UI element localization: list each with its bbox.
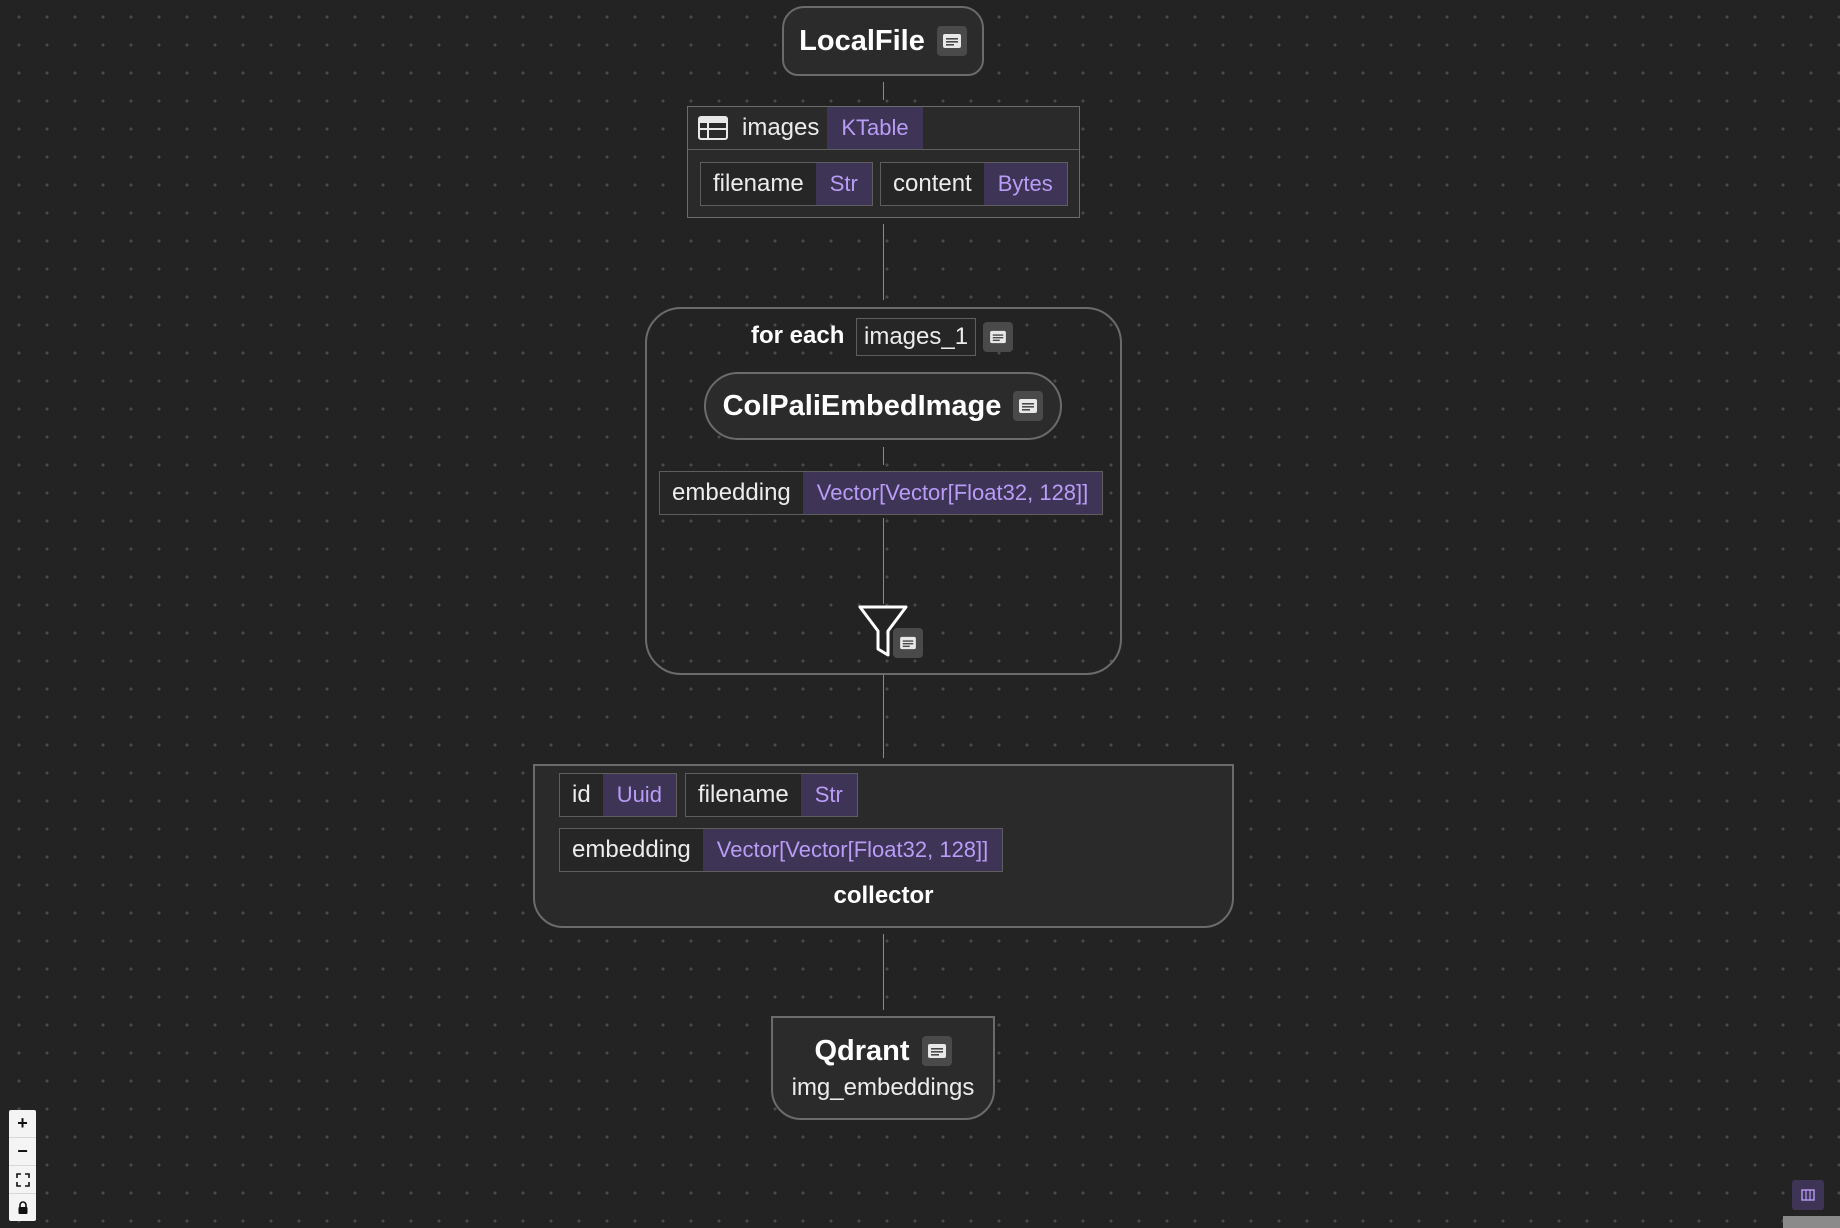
table-icon [698,116,728,140]
funnel-icon[interactable] [857,604,909,658]
edge-output-collect [883,518,884,604]
lock-icon [18,1200,27,1214]
field-type: Vector[Vector[Float32, 128]] [702,829,1003,871]
fit-view-button[interactable] [9,1166,36,1194]
transform-node[interactable]: ColPaliEmbedImage [704,372,1062,440]
field-name: embedding [672,479,791,506]
field-type: Bytes [983,163,1067,205]
field-name: filename [713,170,804,197]
source-node[interactable]: LocalFile [782,6,984,76]
zoom-in-button[interactable]: + [9,1110,36,1138]
collector-field-embedding: embedding Vector[Vector[Float32, 128]] [559,828,1004,872]
document-icon[interactable] [936,26,967,56]
edge-foreach-collector [883,674,884,758]
field-name: filename [698,781,789,808]
collector-label: collector [833,882,934,909]
field-name: id [572,781,591,808]
field-type: Str [800,774,857,816]
target-node[interactable]: Qdrant img_embeddings [771,1016,995,1120]
minimap-icon [1801,1189,1815,1201]
minimap-toggle-button[interactable] [1792,1180,1824,1210]
lock-button[interactable] [9,1194,36,1221]
images-table-type: KTable [827,107,923,149]
collector-field-filename: filename Str [685,773,858,817]
field-embedding-output: embedding Vector[Vector[Float32, 128]] [659,471,1104,515]
target-title: Qdrant [814,1034,910,1067]
foreach-document-icon[interactable] [983,322,1013,352]
edge-transform-output [883,447,884,465]
zoom-controls: + − [9,1110,36,1221]
images-table-header: images KTable [688,107,1079,150]
transform-title: ColPaliEmbedImage [722,389,1002,422]
funnel-document-icon[interactable] [893,628,923,658]
edge-images-foreach [883,224,884,300]
field-content: content Bytes [880,162,1068,206]
foreach-label: for each [751,322,845,349]
target-subtitle: img_embeddings [791,1073,975,1101]
collector-field-id: id Uuid [559,773,677,817]
fit-view-icon [15,1172,30,1187]
zoom-out-button[interactable]: − [9,1138,36,1166]
source-title: LocalFile [799,24,925,57]
field-type: Vector[Vector[Float32, 128]] [802,472,1103,514]
foreach-group[interactable] [645,307,1122,675]
target-header: Qdrant [814,1034,952,1068]
images-table-name: images [742,114,820,141]
field-name: content [893,170,972,197]
field-filename: filename Str [700,162,873,206]
field-type: Str [815,163,872,205]
field-name: embedding [572,836,691,863]
attribution-bar [1783,1216,1840,1228]
document-icon[interactable] [1013,391,1044,421]
edge-source-images [883,82,884,100]
document-icon[interactable] [921,1036,952,1066]
foreach-item: images_1 [856,318,977,356]
field-type: Uuid [602,774,676,816]
edge-collector-target [883,934,884,1010]
